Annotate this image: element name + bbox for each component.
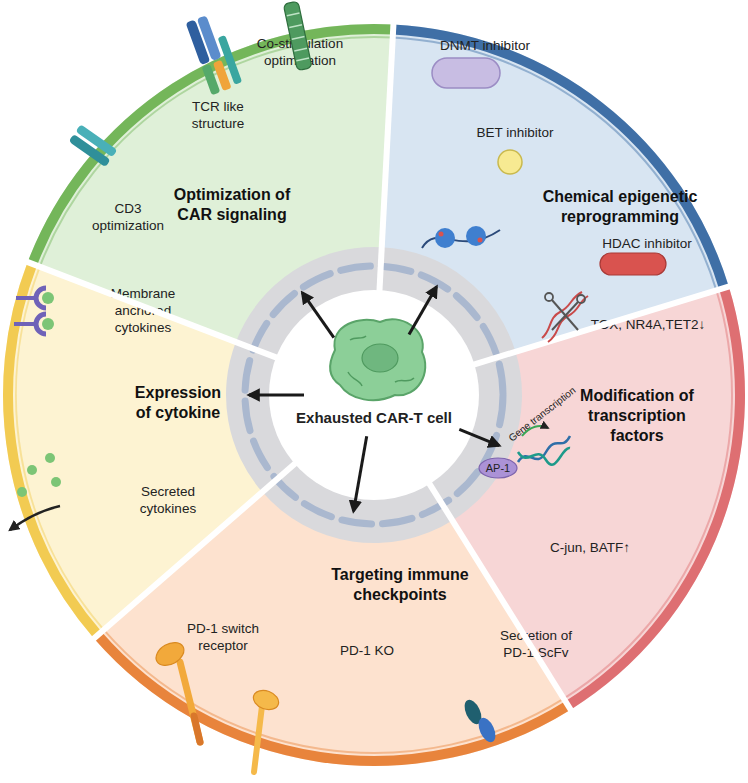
strategy-sector: Expression of cytokine Membrane anchored … [1,260,265,641]
radial-arrow [302,293,334,338]
sector-heading: Modification of transcription factors [570,386,705,446]
node-label: PD-1 KO [340,642,394,659]
sector-rim [32,29,393,264]
costimulation-receptor-part [287,13,300,16]
sector-fill [3,262,262,638]
tcr-like-receptor-part [197,15,222,61]
ap1-factor: AP-1 [478,457,518,479]
node-label: Co-stimulation optimization [243,35,358,69]
node-label: DNMT inhibitor [440,37,530,54]
node-label: TOX, NR4A,TET2↓ [591,316,706,333]
center-cell-circle: Exhausted CAR-T cell [269,290,479,500]
radial-arrow [249,394,304,397]
sector-rim-line [393,37,717,290]
node-label: Exhausted CAR-T cell [296,409,452,427]
costimulation-receptor-part [289,25,302,28]
sector-rim [568,288,740,705]
node-label: Secreted cytokines [135,483,201,517]
node-label: BET inhibitor [476,124,553,141]
sector-heading: Chemical epigenetic reprogramming [534,187,706,227]
membrane-dashes [245,266,503,524]
node-label: Membrane anchored cytokines [107,285,179,336]
sector-rim [98,635,568,761]
sector-heading: Targeting immune checkpoints [325,565,475,605]
sector-heading: Expression of cytokine [128,383,228,423]
radial-arrow [409,287,437,335]
sector-rim-line [40,37,393,267]
cell-circle [269,290,479,500]
node-label: TCR like structure [182,98,254,132]
factor-oval [479,458,517,478]
sector-heading: Optimization of CAR signaling [162,185,302,225]
center-cell-circle-shape [269,290,479,500]
tcr-like-receptor-part [186,19,211,65]
sector-rim-line [16,267,104,630]
node-label: AP-1 [486,461,510,475]
radial-arrow [459,429,499,445]
sector-rim [393,30,724,288]
node-label: C-jun, BATF↑ [550,539,630,556]
node-label: CD3 optimization [82,200,174,234]
sector-rim-line [564,290,732,698]
radial-arrow [354,436,367,511]
node-label: Secretion of PD-1 ScFv [492,627,580,661]
node-label: HDAC inhibitor [602,235,691,252]
sector-rim-line [104,630,564,753]
node-label: PD-1 switch receptor [179,620,267,654]
sector-rim [8,264,98,635]
